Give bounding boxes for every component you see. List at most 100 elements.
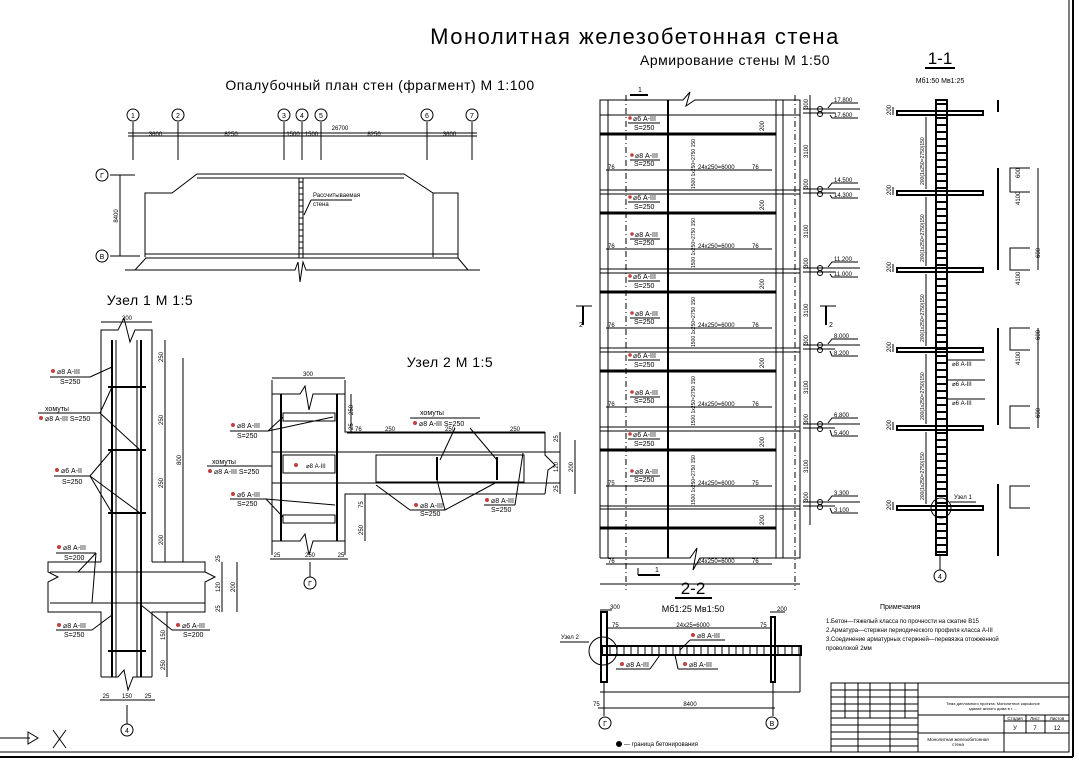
section-2-2: 2-2 Мб1:25 Мв1:50 300 200 75 24x25=6000 … <box>560 579 802 748</box>
node-2-callout <box>588 636 618 666</box>
grid-axis-marker <box>171 108 185 122</box>
annotation-text: 200 <box>887 341 893 352</box>
row-axis-g: Г <box>95 168 109 182</box>
annotation-text: 75 <box>612 623 619 629</box>
annotation-text: ⌀8 А-III <box>237 423 260 430</box>
annotation-text: 300 <box>610 605 621 611</box>
annotation-text: 200(1x250=2750)150 <box>920 452 926 500</box>
annotation-text: 1500 1x250=2750 150 <box>691 297 697 347</box>
annotation-text: ⌀8 А-III <box>63 545 86 552</box>
annotation-text: 300 <box>804 491 810 502</box>
annotation-text: S=250 <box>237 501 258 508</box>
annotation-text: 250 <box>161 659 167 670</box>
annotation-text: 120 <box>216 581 222 592</box>
notes-heading: Примечания <box>880 604 921 611</box>
annotation-text: 200 <box>760 514 766 525</box>
annotation-text: 76 <box>608 323 615 329</box>
annotation-text: 76 <box>752 244 759 250</box>
node-2-detail: Узел 2 М 1:5 300 76 250 250 250 25 250 7… <box>207 354 576 590</box>
annotation-text: 1500 1x250=2750 150 <box>691 218 697 268</box>
annotation-text: 1500 1x250=2750 150 <box>691 455 697 505</box>
ground-line <box>135 260 468 283</box>
annotation-text: 200 <box>122 316 133 322</box>
wall-section <box>935 99 948 556</box>
annotation-text: У <box>1013 726 1017 732</box>
annotation-text: S=250 <box>634 477 655 484</box>
axis-g-marker: Г <box>598 716 612 730</box>
annotation-text: 25 <box>103 694 110 700</box>
annotation-text: 800 <box>177 454 183 465</box>
annotation-text: 12 <box>1054 726 1061 732</box>
annotation-text: 8400 <box>683 702 697 708</box>
callout-line-2: стена <box>313 202 329 208</box>
formwork-plan: Опалубочный план стен (фрагмент) М 1:100… <box>95 77 534 283</box>
cut-mark-1-bottom: 1 <box>637 567 660 576</box>
annotation-text: 200 <box>760 120 766 131</box>
cut-mark-2-left: 2 <box>576 305 592 329</box>
slab-section <box>896 347 984 353</box>
annotation-text: В <box>100 254 105 261</box>
rebar-label: ⌀8 А-III <box>635 469 658 476</box>
rebar-label: ⌀6 А-III <box>633 195 656 202</box>
annotation-text: 3100 <box>804 144 810 158</box>
annotation-text: Стадия <box>1007 716 1023 721</box>
annotation-text: 120 <box>554 461 560 472</box>
grid-axis-marker <box>314 108 328 122</box>
grid-axis-label: 3 <box>282 113 286 120</box>
annotation-text: 76 <box>752 559 759 565</box>
rebar-label: ⌀8 А-III <box>635 390 658 397</box>
annotation-text: Монолитная железобетонная <box>927 737 989 742</box>
annotation-text: 76 <box>355 427 362 433</box>
rebar-label: ⌀8 А-III <box>57 369 80 376</box>
level-mark: 17.600 <box>834 113 853 119</box>
span-dimension: 8250 <box>224 132 238 138</box>
annotation-text: 25 <box>349 423 355 430</box>
wall-outline <box>599 91 801 571</box>
annotation-text: 4100 <box>1016 351 1022 365</box>
annotation-text: 24x250=6000 <box>698 481 735 487</box>
note-item: проволокой 2мм <box>826 645 872 652</box>
annotation-text: 250 <box>305 553 316 559</box>
slab-section <box>896 110 984 116</box>
leader-line <box>303 199 312 216</box>
stirrup <box>282 514 336 524</box>
annotation-text: 600 <box>1036 247 1042 258</box>
level-mark: 14.500 <box>834 178 853 184</box>
slab-section <box>896 425 984 431</box>
rebar-label: ⌀8 А-III <box>952 362 972 368</box>
grid-axis-marker <box>126 108 140 122</box>
annotation-text: 200 <box>760 436 766 447</box>
annotation-text: стена <box>952 742 964 747</box>
annotation-text: 200 <box>760 278 766 289</box>
callout-line-1: Рассчитываемая <box>313 193 360 199</box>
level-mark: 11.000 <box>834 272 853 278</box>
annotation-text: 25 <box>216 555 222 562</box>
rebar-label: ⌀6 А-III <box>952 401 972 407</box>
opening <box>1009 485 1030 509</box>
annotation-text: 250 <box>159 477 165 488</box>
annotation-text: S=250 <box>60 379 81 386</box>
annotation-text: 200 <box>887 419 893 430</box>
annotation-text: хомуты <box>420 410 444 417</box>
annotation-text: 75 <box>760 623 767 629</box>
opening <box>1009 167 1030 193</box>
annotation-text: 75 <box>608 481 615 487</box>
annotation-text: 76 <box>752 402 759 408</box>
level-mark: 14.300 <box>834 193 853 199</box>
annotation-text: 300 <box>804 178 810 189</box>
annotation-text: S=250 <box>64 632 85 639</box>
note-item: 2.Арматура—стержни периодического профил… <box>826 628 993 634</box>
annotation-text: S=200 <box>64 555 85 562</box>
annotation-text: S=250 <box>62 479 83 486</box>
concreting-boundary-legend: — граница бетонирования <box>616 741 698 748</box>
annotation-text: 24x250=6000 <box>698 244 735 250</box>
annotation-text: 4 <box>125 728 129 735</box>
annotation-text: 76 <box>608 559 615 565</box>
annotation-text: 250 <box>510 427 521 433</box>
annotation-text: 250 <box>349 404 355 415</box>
slab-outline <box>47 561 102 677</box>
ucs-icon <box>0 729 67 749</box>
